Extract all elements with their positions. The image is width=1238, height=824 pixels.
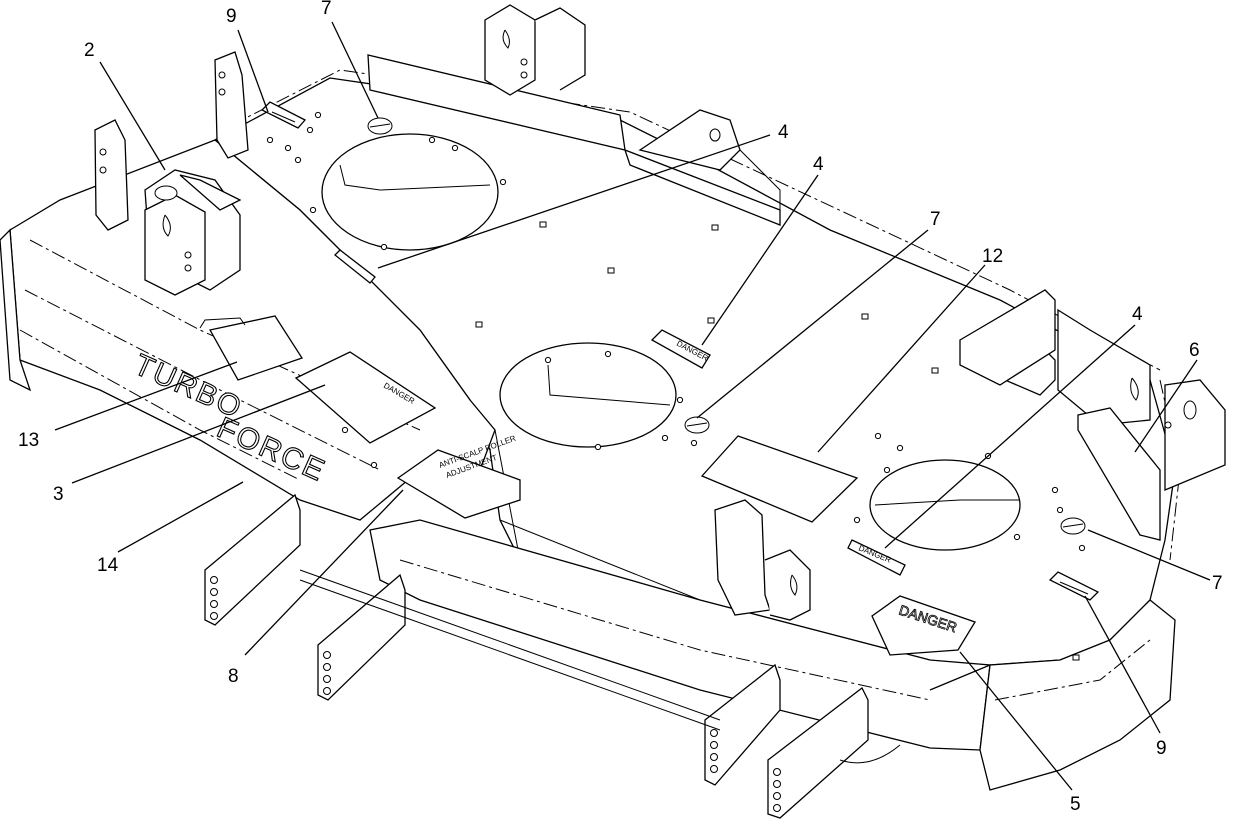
rear-right-bracket xyxy=(638,109,781,210)
callout-4-center: 4 xyxy=(813,154,824,175)
right-baffle xyxy=(1077,407,1161,541)
blade-opening-center xyxy=(499,342,677,448)
blade-opening-right xyxy=(869,459,1021,551)
decal-item-4-rear xyxy=(334,249,376,284)
anti-scalp-bracket-2 xyxy=(317,573,406,701)
callout-9-rear: 9 xyxy=(226,6,237,27)
leader-lines xyxy=(54,21,1211,791)
callout-7-center: 7 xyxy=(930,209,941,230)
decal-item-9-rear xyxy=(260,101,307,129)
callout-5: 5 xyxy=(1070,794,1081,815)
callout-7-right: 7 xyxy=(1212,573,1223,594)
anti-scalp-bracket-3 xyxy=(704,663,781,786)
callout-14: 14 xyxy=(97,555,119,576)
callout-4-rear: 4 xyxy=(778,122,789,143)
decal-item-2 xyxy=(179,174,242,211)
right-mount-bracket xyxy=(959,289,1226,491)
left-upright-bracket xyxy=(94,51,249,231)
callout-9-right: 9 xyxy=(1156,738,1167,759)
anti-scalp-rod xyxy=(299,569,901,764)
rear-baffle xyxy=(367,54,781,226)
decal-item-9-right xyxy=(1048,571,1100,601)
anti-scalp-bracket-4 xyxy=(767,687,869,819)
callout-12: 12 xyxy=(982,246,1003,267)
rear-mount-bracket xyxy=(484,4,586,96)
anti-scalp-bracket-1 xyxy=(204,493,301,626)
deck-holes xyxy=(266,111,1086,661)
grease-fittings xyxy=(367,117,1086,535)
callout-4-right: 4 xyxy=(1132,304,1143,325)
callout-6: 6 xyxy=(1189,340,1200,361)
callout-2: 2 xyxy=(84,40,95,61)
callout-13: 13 xyxy=(18,430,39,451)
callout-3: 3 xyxy=(53,484,64,505)
callout-labels: 2 9 7 4 4 7 12 4 6 7 9 5 8 14 3 13 xyxy=(18,0,1223,815)
front-center-bracket xyxy=(714,499,811,621)
callout-8: 8 xyxy=(228,666,239,687)
blade-opening-left xyxy=(321,133,499,251)
callout-7-rear: 7 xyxy=(321,0,332,19)
decal-item-12 xyxy=(700,435,859,523)
